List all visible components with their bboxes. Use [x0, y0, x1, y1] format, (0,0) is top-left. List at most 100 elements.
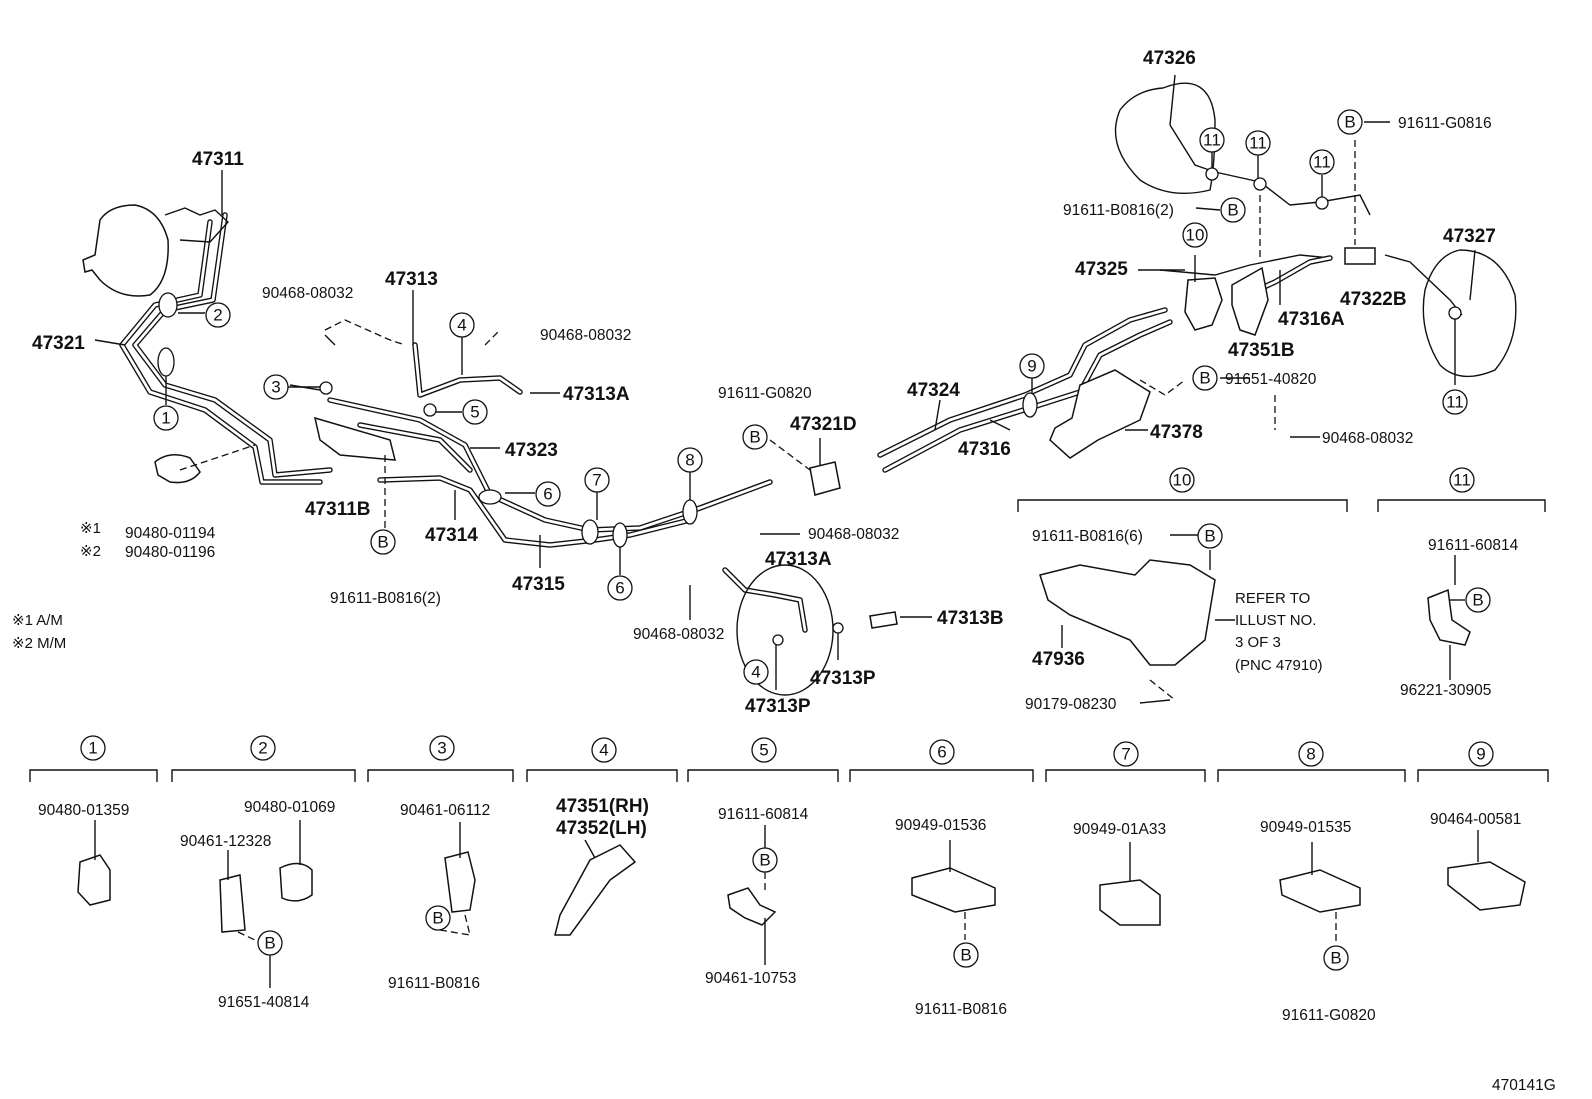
marker-4b: 4	[743, 659, 769, 685]
detail-label-91611-b0816: 91611-B0816	[388, 975, 480, 992]
svg-text:B: B	[264, 934, 275, 953]
joint-47321d	[809, 461, 841, 496]
svg-text:B: B	[1199, 369, 1210, 388]
bracket-47378	[1049, 369, 1151, 459]
pipe-clamps	[157, 167, 1462, 646]
bolt-47313b	[869, 611, 898, 629]
label-47327: 47327	[1443, 226, 1496, 247]
detail-marker-2: 2	[250, 735, 276, 761]
marker-b2: B	[742, 424, 768, 450]
marker-b6: B	[1197, 523, 1223, 549]
svg-text:11: 11	[1203, 131, 1221, 150]
svg-text:6: 6	[543, 485, 552, 504]
group-brackets	[29, 499, 1549, 782]
svg-text:B: B	[432, 909, 443, 928]
label-91611-g0816: 91611-G0816	[1398, 115, 1492, 132]
marker-b7: B	[1465, 587, 1491, 613]
circled-markers: 2 1 3 4 5 6 7 8 6 B B 4 9 11 11 11 B B 1…	[80, 109, 1494, 971]
detail-label-90461-10753: 90461-10753	[705, 970, 796, 987]
label-47313: 47313	[385, 269, 438, 290]
clamp-detail-2a	[219, 874, 246, 933]
label-47323: 47323	[505, 440, 558, 461]
label-96221-30905: 96221-30905	[1400, 682, 1491, 699]
svg-text:9: 9	[1476, 745, 1485, 764]
svg-text:2: 2	[258, 739, 267, 758]
detail-marker-1: 1	[80, 735, 106, 761]
svg-text:B: B	[749, 428, 760, 447]
clip-96221	[1427, 588, 1471, 646]
svg-text:7: 7	[592, 471, 601, 490]
detail-label-47351: 47351(RH)	[556, 796, 649, 817]
label-91651-40820: 91651-40820	[1225, 371, 1317, 388]
label-90480-01196: 90480-01196	[125, 544, 215, 561]
detail-marker-7: 7	[1113, 741, 1139, 767]
bracket-47351b	[1231, 266, 1269, 336]
part-labels: 47311 47321 90468-08032 47313 90468-0803…	[12, 48, 1556, 1094]
svg-text:4: 4	[599, 741, 608, 760]
svg-text:4: 4	[751, 663, 760, 682]
detail-marker-b-8: B	[1323, 945, 1349, 971]
svg-text:2: 2	[213, 306, 222, 325]
label-91611-b0816-2b: 91611-B0816(2)	[1063, 202, 1174, 219]
label-90480-01194: 90480-01194	[125, 525, 216, 542]
marker-10b: 10	[1169, 467, 1195, 493]
detail-label-90461-12328: 90461-12328	[180, 833, 271, 850]
svg-text:B: B	[1330, 949, 1341, 968]
sensor-assy-47936	[1039, 559, 1216, 666]
label-47322b: 47322B	[1340, 289, 1407, 310]
marker-3: 3	[263, 374, 289, 400]
brake-booster-outline	[82, 204, 169, 297]
svg-text:B: B	[1227, 201, 1238, 220]
detail-label-90949-01536: 90949-01536	[895, 817, 986, 834]
detail-label-90480-01069: 90480-01069	[244, 799, 335, 816]
marker-b1: B	[370, 529, 396, 555]
label-47316: 47316	[958, 439, 1011, 460]
label-90468-08032-c: 90468-08032	[808, 526, 899, 543]
label-47313p-b: 47313P	[745, 696, 811, 717]
label-47313b: 47313B	[937, 608, 1004, 629]
label-47313a: 47313A	[563, 384, 630, 405]
label-91611-b0816-6: 91611-B0816(6)	[1032, 528, 1143, 545]
detail-marker-4: 4	[591, 737, 617, 763]
tee-47322b	[1344, 247, 1376, 265]
marker-6b: 6	[607, 575, 633, 601]
valve-47325	[1184, 277, 1223, 331]
svg-text:B: B	[1344, 113, 1355, 132]
label-91611-g0820-a: 91611-G0820	[718, 385, 812, 402]
marker-6: 6	[535, 481, 561, 507]
svg-text:5: 5	[470, 403, 479, 422]
detail-label-91651-40814: 91651-40814	[218, 994, 310, 1011]
svg-text:B: B	[1472, 591, 1483, 610]
refer-line-1: REFER TO	[1235, 590, 1310, 607]
detail-label-91611-b0816-6: 91611-B0816	[915, 1001, 1007, 1018]
label-47325: 47325	[1075, 259, 1128, 280]
marker-11c: 11	[1309, 149, 1335, 175]
legend-mm: ※2 M/M	[12, 635, 66, 652]
marker-b3: B	[1337, 109, 1363, 135]
rear-right-backing-plate	[1422, 249, 1517, 378]
clamp-detail-6	[911, 867, 996, 913]
svg-text:6: 6	[615, 579, 624, 598]
marker-10: 10	[1182, 222, 1208, 248]
detail-label-90949-01535: 90949-01535	[1260, 819, 1351, 836]
detail-label-90480-01359: 90480-01359	[38, 802, 129, 819]
detail-label-90464-00581: 90464-00581	[1430, 811, 1521, 828]
clamp-detail-7	[1099, 879, 1161, 926]
svg-text:1: 1	[161, 409, 170, 428]
marker-2: 2	[205, 302, 231, 328]
marker-11b: 11	[1245, 130, 1271, 156]
svg-text:B: B	[759, 851, 770, 870]
clamp-90480	[154, 454, 201, 484]
diagram-id: 470141G	[1492, 1077, 1556, 1094]
svg-text:4: 4	[457, 316, 466, 335]
label-47314: 47314	[425, 525, 478, 546]
label-90468-08032-d: 90468-08032	[633, 626, 724, 643]
svg-text:11: 11	[1313, 153, 1331, 172]
marker-7: 7	[584, 467, 610, 493]
detail-marker-8: 8	[1298, 741, 1324, 767]
svg-text:8: 8	[685, 451, 694, 470]
clamp-detail-3	[444, 851, 476, 913]
brake-components	[82, 82, 1517, 696]
label-90468-08032-a: 90468-08032	[262, 285, 353, 302]
marker-4: 4	[449, 312, 475, 338]
